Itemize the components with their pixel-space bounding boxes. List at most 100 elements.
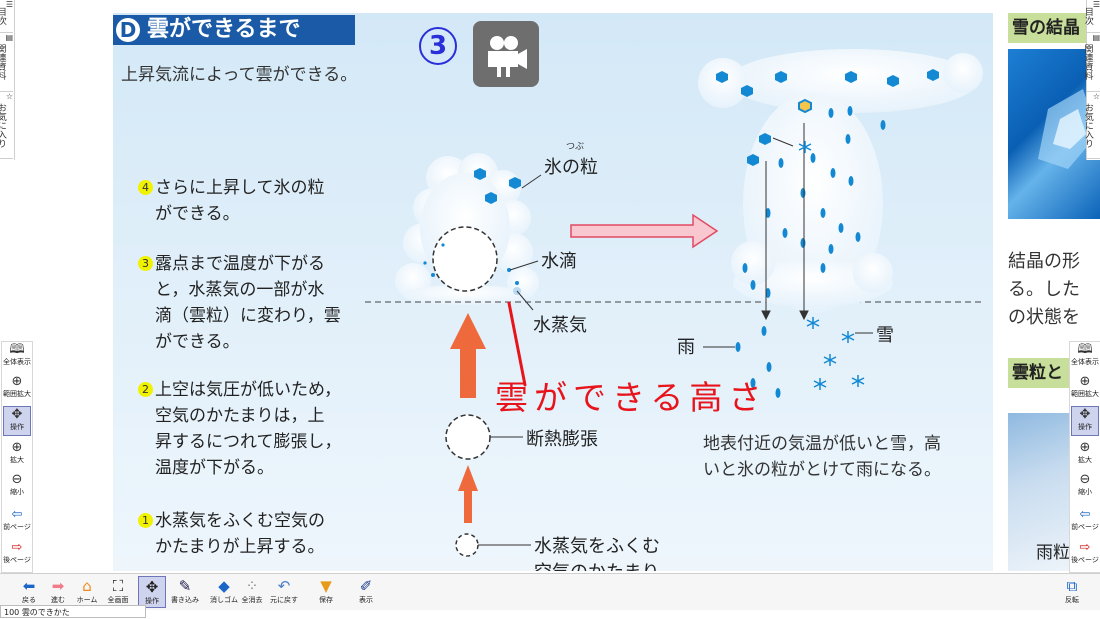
left-prev-page-button[interactable]: ⇦前ページ bbox=[3, 507, 31, 537]
prev-page-icon: ⇦ bbox=[11, 507, 23, 522]
back-button[interactable]: ⬅戻る bbox=[15, 576, 43, 608]
star-icon: ☆ bbox=[5, 92, 13, 101]
label: お気に入り bbox=[1082, 102, 1093, 148]
ice-grains-small bbox=[474, 168, 521, 204]
left-next-page-button[interactable]: ⇨後ページ bbox=[3, 540, 31, 570]
section-title: 雲ができるまで bbox=[147, 17, 301, 42]
section-letter: D bbox=[116, 18, 140, 42]
label: 操作 bbox=[145, 597, 159, 605]
raindrops-cloud bbox=[742, 106, 886, 298]
label: 全消去 bbox=[241, 596, 263, 604]
snowflake-graphic bbox=[1038, 89, 1098, 169]
label: 全画面 bbox=[107, 596, 129, 604]
back-arrow-icon: ⬅ bbox=[22, 577, 36, 595]
step-number: 2 bbox=[138, 382, 153, 397]
rising-arrow-small bbox=[458, 465, 478, 523]
zoom-area-icon: ⊕ bbox=[1079, 374, 1091, 389]
fullscreen-button[interactable]: ⛶全画面 bbox=[104, 576, 132, 608]
clear-all-button[interactable]: ⁘全消去 bbox=[238, 576, 266, 608]
step-number: 3 bbox=[138, 256, 153, 271]
undo-button[interactable]: ↶元に戻す bbox=[270, 576, 298, 608]
step-line: 上空は気圧が低いため， bbox=[155, 380, 342, 400]
operate-button[interactable]: ✥操作 bbox=[138, 576, 166, 608]
write-button[interactable]: ✎書き込み bbox=[168, 576, 202, 608]
right-operate-button[interactable]: ✥操作 bbox=[1071, 406, 1099, 436]
snow-crystal-photo bbox=[1008, 49, 1100, 219]
cloud-formation-diagram bbox=[365, 49, 983, 557]
right-tab-contents[interactable]: ☰目次 bbox=[1083, 0, 1100, 33]
eraser-button[interactable]: ◆消しゴム bbox=[210, 576, 238, 608]
forward-button[interactable]: ➡進む bbox=[44, 576, 72, 608]
book-icon: 🕮 bbox=[1077, 342, 1093, 357]
left-full-view-button[interactable]: 🕮全体表示 bbox=[3, 342, 31, 372]
tab-favorites-label: お気に入り bbox=[0, 102, 6, 148]
save-button[interactable]: ▼保存 bbox=[312, 576, 340, 608]
highlight-grain bbox=[798, 98, 812, 114]
tab-related[interactable]: ▤ 関連資料 bbox=[0, 33, 13, 92]
right-prev-page-button[interactable]: ⇦前ページ bbox=[1071, 507, 1099, 537]
left-zoom-out-button[interactable]: ⊖縮小 bbox=[3, 472, 31, 502]
label: 操作 bbox=[10, 423, 24, 431]
body-line: 結晶の形 bbox=[1008, 251, 1080, 272]
book-icon: 🕮 bbox=[9, 342, 25, 357]
note-line: 地表付近の気温が低いと雪，高 bbox=[703, 434, 941, 454]
zoom-area-icon: ⊕ bbox=[11, 374, 23, 389]
right-tab-related[interactable]: ▤関連資料 bbox=[1082, 33, 1100, 92]
video-button[interactable] bbox=[473, 21, 539, 87]
ice-ruby: つぶ bbox=[566, 142, 585, 152]
left-operate-button[interactable]: ✥操作 bbox=[3, 406, 31, 436]
intro-text: 上昇気流によって雲ができる。 bbox=[121, 65, 358, 85]
hand-icon: ✥ bbox=[1079, 407, 1091, 422]
left-tool-panel: 🕮全体表示 ⊕範囲拡大 ✥操作 ⊕拡大 ⊖縮小 ⇦前ページ ⇨後ページ bbox=[1, 341, 33, 573]
forward-arrow-icon: ➡ bbox=[51, 577, 65, 595]
right-zoom-in-button[interactable]: ⊕拡大 bbox=[1071, 440, 1099, 470]
display-button[interactable]: ✐表示 bbox=[352, 576, 380, 608]
label: 戻る bbox=[22, 596, 36, 604]
air-parcel-mid bbox=[445, 414, 491, 460]
label: 前ページ bbox=[1071, 523, 1099, 531]
right-area-zoom-button[interactable]: ⊕範囲拡大 bbox=[1071, 374, 1099, 404]
leader-ice bbox=[521, 174, 542, 189]
air-parcel-low bbox=[455, 533, 479, 557]
label-moist-air-2: 空気のかたまり bbox=[534, 558, 659, 571]
note-line: いと氷の粒がとけて雨になる。 bbox=[703, 460, 941, 480]
right-zoom-out-button[interactable]: ⊖縮小 bbox=[1071, 472, 1099, 502]
label-rain: 雨 bbox=[677, 337, 695, 358]
step-line: かたまりが上昇する。 bbox=[155, 537, 325, 557]
right-tab-favorites[interactable]: ☆お気に入り bbox=[1083, 92, 1100, 159]
display-pen-icon: ✐ bbox=[359, 577, 373, 595]
step-number: 4 bbox=[138, 180, 153, 195]
bottom-toolbar: ⬅戻る ➡進む ⌂ホーム ⛶全画面 ✥操作 ✎書き込み ◆消しゴム ⁘全消去 ↶… bbox=[0, 573, 1100, 610]
label: 縮小 bbox=[10, 488, 24, 496]
rising-arrow-large bbox=[450, 313, 486, 398]
label-water-vapor: 水蒸気 bbox=[533, 315, 587, 336]
zoom-in-icon: ⊕ bbox=[1079, 440, 1091, 455]
step-line: 昇するにつれて膨張し， bbox=[155, 432, 342, 452]
eraser-icon: ◆ bbox=[218, 577, 230, 595]
left-area-zoom-button[interactable]: ⊕範囲拡大 bbox=[3, 374, 31, 404]
tab-related-label: 関連資料 bbox=[0, 44, 6, 80]
zoom-out-icon: ⊖ bbox=[1079, 472, 1091, 487]
home-button[interactable]: ⌂ホーム bbox=[73, 576, 101, 608]
right-tool-panel: 🕮全体表示 ⊕範囲拡大 ✥操作 ⊕拡大 ⊖縮小 ⇦前ページ ⇨後ページ bbox=[1069, 341, 1100, 573]
handwritten-annotation: 雲ができる高さ bbox=[495, 378, 768, 417]
flip-icon: ⧉ bbox=[1066, 577, 1078, 595]
tab-favorites[interactable]: ☆ お気に入り bbox=[0, 92, 13, 159]
step-line: さらに上昇して氷の粒 bbox=[155, 178, 325, 198]
right-full-view-button[interactable]: 🕮全体表示 bbox=[1071, 342, 1099, 372]
prev-page-icon: ⇦ bbox=[1079, 507, 1091, 522]
tab-contents[interactable]: ☰ 目次 bbox=[0, 0, 13, 33]
next-page-icon: ⇨ bbox=[11, 540, 23, 555]
label-snow: 雪 bbox=[876, 325, 894, 346]
flip-button[interactable]: ⧉反転 bbox=[1058, 576, 1086, 608]
star-icon: ☆ bbox=[1092, 92, 1100, 101]
circled-number: 3 bbox=[419, 27, 457, 65]
right-body-text: 結晶の形 る。した の状態を bbox=[1008, 248, 1080, 332]
step-line: 水蒸気をふくむ空気の bbox=[155, 511, 325, 531]
left-zoom-in-button[interactable]: ⊕拡大 bbox=[3, 440, 31, 470]
label-water-drop: 水滴 bbox=[541, 251, 577, 272]
right-next-page-button[interactable]: ⇨後ページ bbox=[1071, 540, 1099, 570]
